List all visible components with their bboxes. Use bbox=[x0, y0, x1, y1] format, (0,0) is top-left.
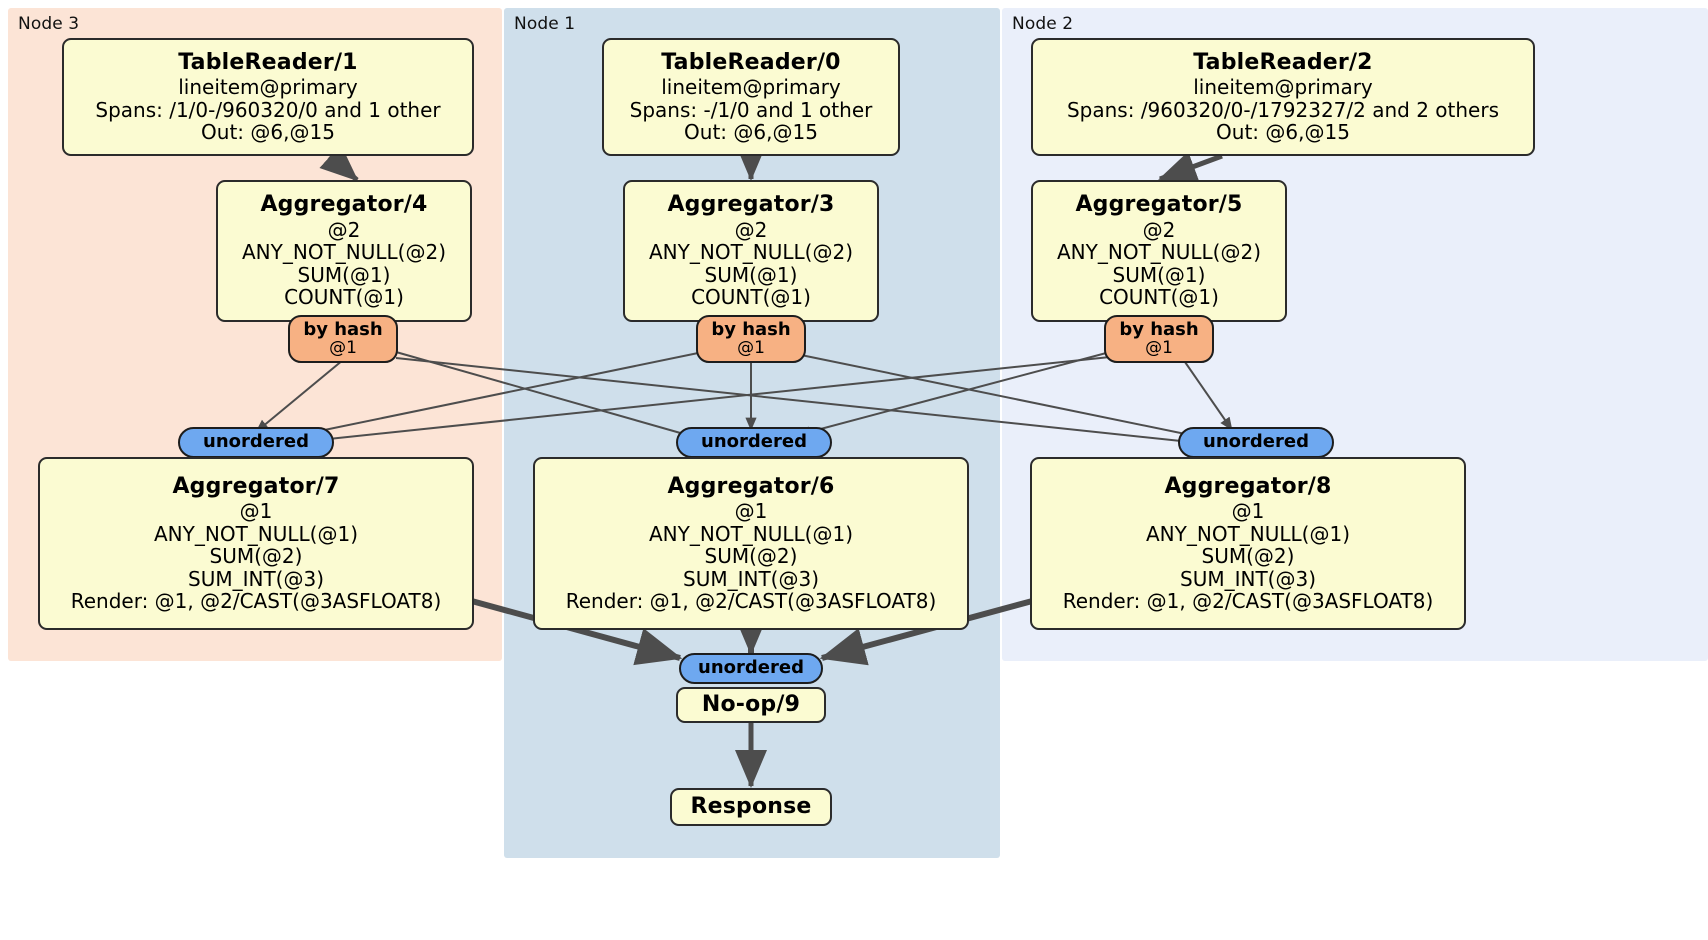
processor-table-reader-2[interactable]: TableReader/2 lineitem@primary Spans: /9… bbox=[1031, 38, 1535, 156]
processor-title: Aggregator/8 bbox=[1164, 473, 1332, 499]
processor-line: SUM_INT(@3) bbox=[1180, 566, 1316, 591]
processor-line: Render: @1, @2/CAST(@3ASFLOAT8) bbox=[70, 588, 442, 613]
processor-line: ANY_NOT_NULL(@2) bbox=[1057, 240, 1261, 265]
synchronizer-label: unordered bbox=[701, 431, 807, 453]
synchronizer-label: unordered bbox=[698, 657, 804, 679]
processor-line: Spans: /960320/0-/1792327/2 and 2 others bbox=[1066, 97, 1499, 122]
processor-line: COUNT(@1) bbox=[691, 285, 811, 310]
processor-line: SUM(@1) bbox=[704, 262, 798, 287]
processor-line: ANY_NOT_NULL(@1) bbox=[154, 521, 358, 546]
processor-title: No-op/9 bbox=[701, 691, 801, 717]
processor-line: ANY_NOT_NULL(@2) bbox=[649, 240, 853, 265]
processor-line: Spans: /1/0-/960320/0 and 1 other bbox=[95, 97, 441, 122]
processor-line: SUM_INT(@3) bbox=[683, 566, 819, 591]
processor-aggregator-4[interactable]: Aggregator/4 @2 ANY_NOT_NULL(@2) SUM(@1)… bbox=[216, 180, 472, 322]
synchronizer-label: unordered bbox=[203, 431, 309, 453]
processor-title: Aggregator/7 bbox=[172, 473, 340, 499]
processor-aggregator-5[interactable]: Aggregator/5 @2 ANY_NOT_NULL(@2) SUM(@1)… bbox=[1031, 180, 1287, 322]
processor-line: Out: @6,@15 bbox=[684, 120, 818, 144]
processor-title: Aggregator/5 bbox=[1075, 192, 1243, 218]
processor-line: lineitem@primary bbox=[1193, 75, 1373, 100]
router-column-label: @1 bbox=[329, 337, 357, 358]
router-column-label: @1 bbox=[1145, 337, 1173, 358]
router-by-hash-center[interactable]: by hash @1 bbox=[696, 315, 806, 363]
processor-line: SUM(@2) bbox=[1201, 544, 1295, 569]
processor-line: SUM(@1) bbox=[297, 262, 391, 287]
processor-line: @1 bbox=[239, 499, 273, 524]
processor-line: SUM(@2) bbox=[209, 544, 303, 569]
processor-title: Response bbox=[690, 793, 812, 819]
processor-line: Render: @1, @2/CAST(@3ASFLOAT8) bbox=[565, 588, 937, 613]
processor-no-op-9[interactable]: No-op/9 bbox=[676, 687, 826, 723]
processor-title: Aggregator/6 bbox=[667, 473, 835, 499]
synchronizer-label: unordered bbox=[1203, 431, 1309, 453]
synchronizer-unordered-right[interactable]: unordered bbox=[1178, 427, 1334, 458]
processor-line: COUNT(@1) bbox=[1099, 285, 1219, 310]
processor-title: Aggregator/4 bbox=[260, 192, 428, 218]
processor-line: lineitem@primary bbox=[661, 75, 841, 100]
processor-line: Out: @6,@15 bbox=[1216, 120, 1350, 144]
processor-line: COUNT(@1) bbox=[284, 285, 404, 310]
processor-line: SUM(@2) bbox=[704, 544, 798, 569]
processor-line: Spans: -/1/0 and 1 other bbox=[629, 97, 873, 122]
router-type-label: by hash bbox=[711, 318, 791, 340]
node-region-label-node3: Node 3 bbox=[18, 14, 80, 34]
processor-line: @2 bbox=[734, 218, 768, 243]
node-region-label-node2: Node 2 bbox=[1012, 14, 1074, 34]
router-by-hash-right[interactable]: by hash @1 bbox=[1104, 315, 1214, 363]
processor-line: SUM(@1) bbox=[1112, 262, 1206, 287]
router-type-label: by hash bbox=[303, 318, 383, 340]
node-region-label-node1: Node 1 bbox=[514, 14, 576, 34]
processor-title: TableReader/0 bbox=[661, 49, 841, 75]
processor-title: TableReader/1 bbox=[178, 49, 358, 75]
processor-line: @2 bbox=[1142, 218, 1176, 243]
processor-line: ANY_NOT_NULL(@2) bbox=[242, 240, 446, 265]
synchronizer-unordered-left[interactable]: unordered bbox=[178, 427, 334, 458]
processor-response[interactable]: Response bbox=[670, 788, 832, 826]
router-type-label: by hash bbox=[1119, 318, 1199, 340]
processor-line: @2 bbox=[327, 218, 361, 243]
processor-line: lineitem@primary bbox=[178, 75, 358, 100]
processor-line: ANY_NOT_NULL(@1) bbox=[649, 521, 853, 546]
processor-aggregator-3[interactable]: Aggregator/3 @2 ANY_NOT_NULL(@2) SUM(@1)… bbox=[623, 180, 879, 322]
processor-table-reader-0[interactable]: TableReader/0 lineitem@primary Spans: -/… bbox=[602, 38, 900, 156]
processor-title: Aggregator/3 bbox=[667, 192, 835, 218]
processor-line: Out: @6,@15 bbox=[201, 120, 335, 144]
processor-line: Render: @1, @2/CAST(@3ASFLOAT8) bbox=[1062, 588, 1434, 613]
router-by-hash-left[interactable]: by hash @1 bbox=[288, 315, 398, 363]
processor-title: TableReader/2 bbox=[1193, 49, 1373, 75]
processor-table-reader-1[interactable]: TableReader/1 lineitem@primary Spans: /1… bbox=[62, 38, 474, 156]
synchronizer-unordered-center[interactable]: unordered bbox=[676, 427, 832, 458]
processor-line: @1 bbox=[734, 499, 768, 524]
router-column-label: @1 bbox=[737, 337, 765, 358]
processor-line: ANY_NOT_NULL(@1) bbox=[1146, 521, 1350, 546]
synchronizer-unordered-final[interactable]: unordered bbox=[679, 653, 823, 684]
processor-line: SUM_INT(@3) bbox=[188, 566, 324, 591]
processor-aggregator-8[interactable]: Aggregator/8 @1 ANY_NOT_NULL(@1) SUM(@2)… bbox=[1030, 457, 1466, 630]
processor-line: @1 bbox=[1231, 499, 1265, 524]
processor-aggregator-6[interactable]: Aggregator/6 @1 ANY_NOT_NULL(@1) SUM(@2)… bbox=[533, 457, 969, 630]
processor-aggregator-7[interactable]: Aggregator/7 @1 ANY_NOT_NULL(@1) SUM(@2)… bbox=[38, 457, 474, 630]
